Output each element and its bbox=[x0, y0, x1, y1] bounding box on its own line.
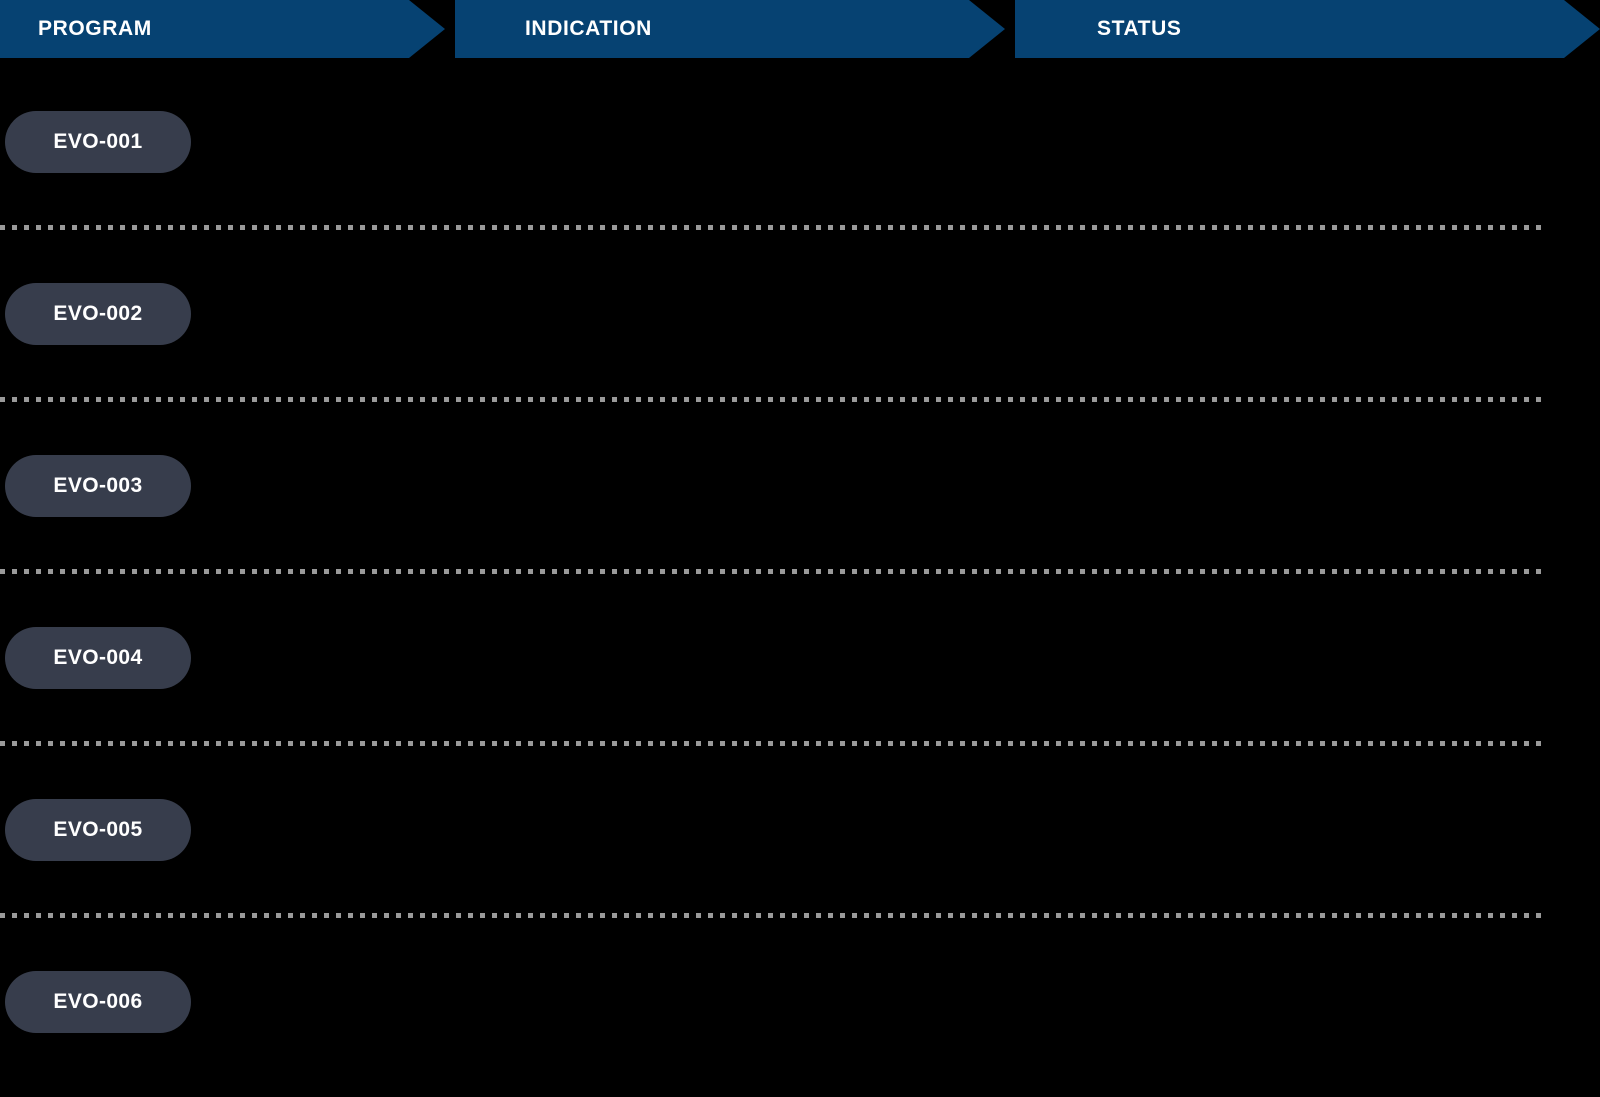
row-status-cell bbox=[1015, 402, 1600, 569]
program-badge[interactable]: EVO-004 bbox=[5, 626, 191, 689]
row-indication-cell bbox=[455, 230, 1015, 397]
row-indication-cell bbox=[455, 746, 1015, 913]
row-indication-cell bbox=[455, 918, 1015, 1085]
row-status-cell bbox=[1015, 918, 1600, 1085]
column-header-indication-label: INDICATION bbox=[525, 17, 652, 40]
row-divider bbox=[0, 741, 1546, 746]
program-badge-label: EVO-003 bbox=[53, 473, 143, 497]
program-badge-label: EVO-002 bbox=[53, 301, 143, 325]
program-badge-label: EVO-005 bbox=[53, 817, 143, 841]
program-badge[interactable]: EVO-001 bbox=[5, 110, 191, 173]
row-program-cell: EVO-002 bbox=[0, 230, 455, 397]
row-status-cell bbox=[1015, 574, 1600, 741]
row-status-cell bbox=[1015, 230, 1600, 397]
row-status-cell bbox=[1015, 58, 1600, 225]
row-program-cell: EVO-003 bbox=[0, 402, 455, 569]
pipeline-header-bar: PROGRAM INDICATION STATUS bbox=[0, 0, 1600, 58]
row-program-cell: EVO-005 bbox=[0, 746, 455, 913]
row-program-cell: EVO-001 bbox=[0, 58, 455, 225]
row-status-cell bbox=[1015, 746, 1600, 913]
table-row: EVO-004 bbox=[0, 574, 1600, 741]
table-row: EVO-003 bbox=[0, 402, 1600, 569]
column-header-indication: INDICATION bbox=[455, 0, 1005, 58]
table-row: EVO-001 bbox=[0, 58, 1600, 225]
program-badge[interactable]: EVO-003 bbox=[5, 454, 191, 517]
table-row: EVO-002 bbox=[0, 230, 1600, 397]
row-divider bbox=[0, 913, 1546, 918]
column-header-status-label: STATUS bbox=[1097, 17, 1182, 40]
program-badge[interactable]: EVO-005 bbox=[5, 798, 191, 861]
column-header-program: PROGRAM bbox=[0, 0, 445, 58]
row-divider bbox=[0, 225, 1546, 230]
row-divider bbox=[0, 397, 1546, 402]
column-header-program-label: PROGRAM bbox=[38, 17, 152, 40]
table-row: EVO-005 bbox=[0, 746, 1600, 913]
row-indication-cell bbox=[455, 574, 1015, 741]
program-badge-label: EVO-006 bbox=[53, 989, 143, 1013]
row-divider bbox=[0, 569, 1546, 574]
table-row: EVO-006 bbox=[0, 918, 1600, 1085]
program-badge-label: EVO-004 bbox=[53, 645, 143, 669]
pipeline-rows: EVO-001 EVO-002 bbox=[0, 58, 1600, 1085]
program-badge-label: EVO-001 bbox=[53, 129, 143, 153]
column-header-status: STATUS bbox=[1015, 0, 1600, 58]
program-badge[interactable]: EVO-002 bbox=[5, 282, 191, 345]
row-program-cell: EVO-004 bbox=[0, 574, 455, 741]
row-indication-cell bbox=[455, 402, 1015, 569]
program-badge[interactable]: EVO-006 bbox=[5, 970, 191, 1033]
row-program-cell: EVO-006 bbox=[0, 918, 455, 1085]
row-indication-cell bbox=[455, 58, 1015, 225]
